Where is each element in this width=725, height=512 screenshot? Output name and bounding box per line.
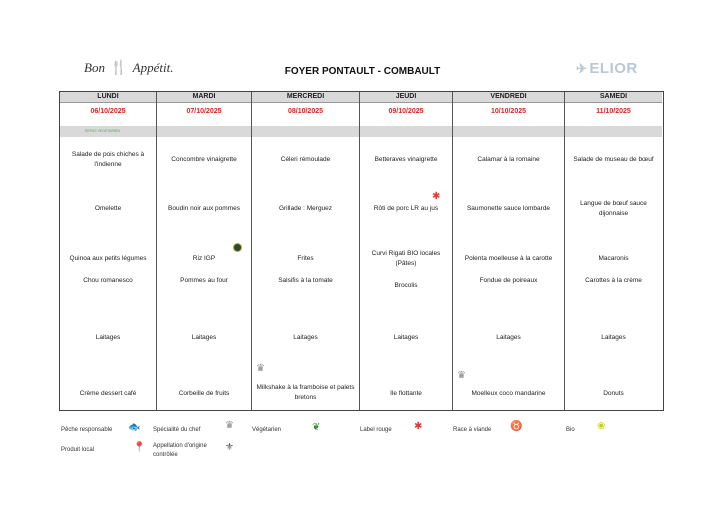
dish-side-1: Quinoa aux petits légumes [69, 255, 147, 262]
dish-main: Saumonette sauce lombarde [466, 205, 551, 212]
dish-side-1: Frites [297, 255, 314, 262]
band [453, 126, 564, 137]
day-column-samedi: SAMEDI 11/10/2025 Salade de museau de bœ… [565, 92, 662, 410]
vegetarian-note: REPAS VEGETARIEN [85, 129, 120, 133]
dish-side-2: Salsifis à la tomate [278, 277, 333, 284]
dish-side-1: Curvi Rigati BIO locales (Pâtes) [371, 250, 441, 267]
igp-label-icon [233, 243, 242, 254]
page-title: FOYER PONTAULT - COMBAULT [284, 66, 441, 77]
legend-bio: Bio [566, 427, 575, 433]
legend-peche: Pêche responsable [61, 427, 113, 433]
logo-text-appetit: Appétit. [132, 60, 174, 75]
dish-dairy: Laitages [601, 334, 626, 341]
legend-local: Produit local [61, 447, 95, 453]
menu-grid: LUNDI 06/10/2025 REPAS VEGETARIEN Salade… [59, 91, 664, 411]
page-header: Bon 🍴 Appétit. FOYER PONTAULT - COMBAULT… [0, 0, 725, 90]
dish-side-2: Pommes au four [180, 277, 228, 284]
day-name: VENDREDI [453, 92, 564, 103]
dish-dessert: Milkshake à la framboise et palets breto… [256, 384, 355, 401]
leaf-icon: ❦ [312, 422, 321, 433]
dish-side-1: Polenta moelleuse à la carotte [464, 255, 553, 262]
day-column-mercredi: MERCREDI 08/10/2025 Céleri rémoulade Gri… [252, 92, 360, 410]
day-name: LUNDI [60, 92, 156, 103]
legend-race: Race à viande [453, 427, 492, 433]
dish-dessert: Corbeille de fruits [178, 390, 230, 397]
vegetarian-band [60, 126, 156, 137]
dish-starter: Salade de pois chiches à l'indienne [71, 151, 145, 168]
day-column-vendredi: VENDREDI 10/10/2025 Calamar à la romaine… [453, 92, 565, 410]
logo-text-bon: Bon [84, 60, 105, 75]
day-date: 06/10/2025 [90, 108, 126, 115]
dish-starter: Calamar à la romaine [477, 156, 540, 163]
day-date: 08/10/2025 [287, 108, 324, 115]
dish-side-2: Chou romanesco [83, 277, 133, 284]
dish-dessert: Donuts [603, 390, 624, 397]
dish-dessert: Ile flottante [390, 390, 422, 397]
day-name: MARDI [157, 92, 251, 103]
bon-appetit-logo: Bon 🍴 Appétit. [84, 60, 173, 77]
legend-specialite: Spécialité du chef [153, 427, 201, 433]
elior-text: ELIOR [589, 60, 638, 77]
legend-label-rouge: Label rouge [360, 427, 392, 433]
dish-dessert: Crème dessert café [79, 390, 137, 397]
fork-knife-icon: 🍴 [110, 61, 128, 76]
day-column-jeudi: JEUDI 09/10/2025 Betteraves vinaigrette … [360, 92, 453, 410]
band [157, 126, 251, 137]
elior-logo: ✈ELIOR [576, 60, 638, 77]
dish-starter: Céleri rémoulade [280, 156, 331, 163]
dish-starter: Concombre vinaigrette [171, 156, 237, 163]
dish-dairy: Laitages [393, 334, 419, 341]
dish-main: Boudin noir aux pommes [168, 205, 240, 212]
dish-main: Grillade : Merguez [278, 205, 333, 212]
fish-icon: 🐟 [128, 422, 141, 433]
dish-dairy: Laitages [496, 334, 521, 341]
aoc-icon: ⚜ [225, 442, 234, 453]
beef-icon: ♉ [510, 421, 523, 432]
dish-starter: Betteraves vinaigrette [374, 156, 438, 163]
bio-leaf-icon: ❀ [597, 421, 606, 432]
legend-vegetarien: Végétarien [252, 427, 282, 433]
day-name: SAMEDI [565, 92, 662, 103]
day-column-lundi: LUNDI 06/10/2025 REPAS VEGETARIEN Salade… [60, 92, 157, 410]
label-rouge-icon: ✱ [414, 421, 423, 432]
band [565, 126, 662, 137]
dish-dairy: Laitages [95, 334, 121, 341]
chef-hat-icon: ♛ [225, 420, 234, 431]
day-name: JEUDI [360, 92, 452, 103]
chef-hat-icon: ♛ [457, 370, 466, 381]
dish-main: Rôti de porc LR au jus [373, 205, 439, 212]
chef-hat-icon: ♛ [256, 363, 265, 374]
dish-dairy: Laitages [293, 334, 318, 341]
day-date: 11/10/2025 [596, 108, 631, 115]
day-date: 09/10/2025 [388, 108, 424, 115]
dish-main: Omelette [94, 205, 122, 212]
day-date: 07/10/2025 [186, 108, 222, 115]
dish-side-1: Macaronis [598, 255, 629, 262]
day-name: MERCREDI [252, 92, 359, 103]
dish-side-2: Fondue de poireaux [479, 277, 538, 284]
label-rouge-icon: ✱ [432, 191, 441, 202]
dish-starter: Salade de museau de bœuf [573, 156, 654, 163]
legend-aoc: Appellation d'origine contrôlée [153, 443, 207, 458]
location-pin-icon: 📍 [133, 442, 146, 453]
dish-side-2: Brocolis [394, 282, 418, 289]
dish-dairy: Laitages [191, 334, 217, 341]
band [252, 126, 359, 137]
dish-main: Langue de bœuf sauce dijonnaise [580, 200, 647, 217]
elior-bird-icon: ✈ [576, 61, 588, 76]
day-date: 10/10/2025 [490, 108, 527, 115]
dish-dessert: Moelleux coco mandarine [471, 390, 546, 397]
day-column-mardi: MARDI 07/10/2025 Concombre vinaigrette B… [157, 92, 252, 410]
dish-side-2: Carottes à la crème [585, 277, 642, 284]
band [360, 126, 452, 137]
dish-side-1: Riz IGP [192, 255, 216, 262]
